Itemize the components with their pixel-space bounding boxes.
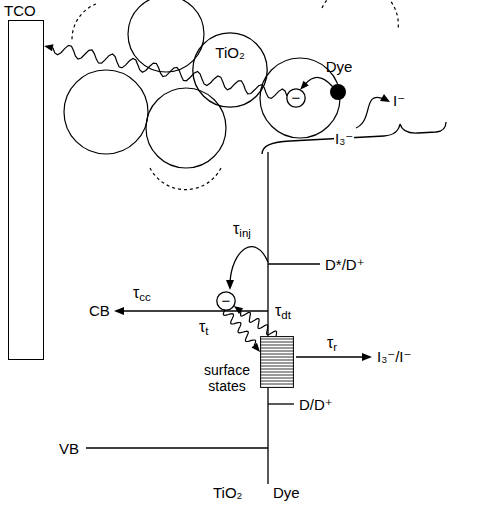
hatch-line	[260, 351, 294, 352]
label: D/D⁺	[298, 396, 334, 413]
electron-circle	[217, 292, 235, 310]
hatch-line	[260, 369, 294, 370]
hatch-line	[260, 342, 294, 343]
interface-line	[267, 152, 268, 484]
connector-wave	[53, 45, 287, 98]
hatch-line	[260, 372, 294, 373]
tco-electrode: TCO	[8, 20, 44, 360]
label: I⁻	[392, 92, 406, 109]
connector-wave	[241, 311, 277, 336]
surface-states: surface states	[260, 336, 294, 388]
tio2-particle-text: TiO₂	[192, 44, 268, 61]
dye-molecule-text: Dye	[322, 58, 356, 75]
label: τinj	[232, 220, 252, 242]
label: VB	[58, 440, 80, 457]
hatch-line	[260, 375, 294, 376]
surface-states-text: surface states	[198, 362, 256, 394]
electron-text: −	[216, 291, 236, 311]
subscript: t	[205, 325, 208, 337]
recombination-arrow	[296, 356, 364, 357]
injection-arrow	[230, 247, 268, 282]
hatch-line	[260, 354, 294, 355]
subscript: dt	[281, 309, 291, 321]
dye-dot	[330, 84, 346, 100]
arrowhead	[300, 81, 309, 90]
subscript: inj	[239, 227, 251, 239]
redox-arc	[356, 97, 384, 128]
tio2-particle-dashed	[150, 166, 222, 190]
hatch-line	[260, 366, 294, 367]
label: τcc	[132, 284, 152, 306]
energy-levels	[86, 152, 364, 484]
label: TiO₂	[212, 484, 243, 501]
tio2-particle-outline	[128, 0, 204, 72]
dye-ground-level	[268, 403, 294, 404]
subscript: cc	[139, 291, 151, 303]
electron-circle	[287, 89, 305, 107]
tio2-particle-outline	[146, 88, 226, 168]
hatch-line	[260, 381, 294, 382]
connector	[223, 310, 260, 352]
label: τr	[326, 334, 338, 356]
hatch-svg	[260, 336, 294, 388]
bracket	[262, 122, 446, 154]
tio2-particle-circle	[193, 33, 267, 107]
electron-text: −	[286, 88, 306, 108]
arrowhead	[114, 307, 124, 315]
tio2-particle-dashed	[72, 4, 96, 40]
hatch-line	[260, 363, 294, 364]
tio2-particles	[64, 0, 398, 190]
redox-arrow	[356, 97, 384, 128]
edge-label: τt	[198, 318, 210, 340]
label: I₃⁻	[334, 130, 354, 147]
hatch-frame	[261, 337, 294, 388]
connector	[300, 77, 332, 89]
arrowhead	[252, 343, 261, 352]
hatch-line	[260, 348, 294, 349]
conduction-band	[122, 310, 268, 311]
hatch-line	[260, 384, 294, 385]
subscript: r	[333, 341, 337, 353]
hatch-line	[260, 345, 294, 346]
arrowhead	[226, 280, 234, 290]
hatch-line	[260, 339, 294, 340]
arrowhead	[44, 44, 54, 51]
label: D*/D⁺	[324, 256, 366, 273]
tco-electrode-text: TCO	[4, 2, 36, 19]
tio2-particle-dashed	[322, 0, 398, 30]
valence-band	[86, 447, 268, 448]
electron: −	[286, 88, 306, 108]
connector-wave	[223, 310, 255, 345]
arrowhead	[362, 353, 372, 361]
tio2-particle: TiO₂	[192, 32, 268, 108]
tio2-particle-outline	[192, 32, 268, 108]
connector	[234, 306, 277, 336]
label: CB	[88, 302, 111, 319]
arrowhead	[234, 306, 243, 314]
dye-excited-level	[268, 263, 320, 264]
dye-molecule: Dye	[322, 60, 356, 102]
connector-line	[306, 77, 333, 86]
electron: −	[216, 291, 236, 311]
tio2-particle-outline	[64, 70, 148, 154]
connector	[44, 44, 287, 98]
arrowhead	[380, 94, 390, 102]
edge-label: τdt	[274, 302, 292, 324]
hatch-line	[260, 378, 294, 379]
hatch-line	[260, 360, 294, 361]
label: I₃⁻/I⁻	[376, 348, 412, 365]
label: Dye	[272, 484, 301, 501]
hatch-line	[260, 357, 294, 358]
